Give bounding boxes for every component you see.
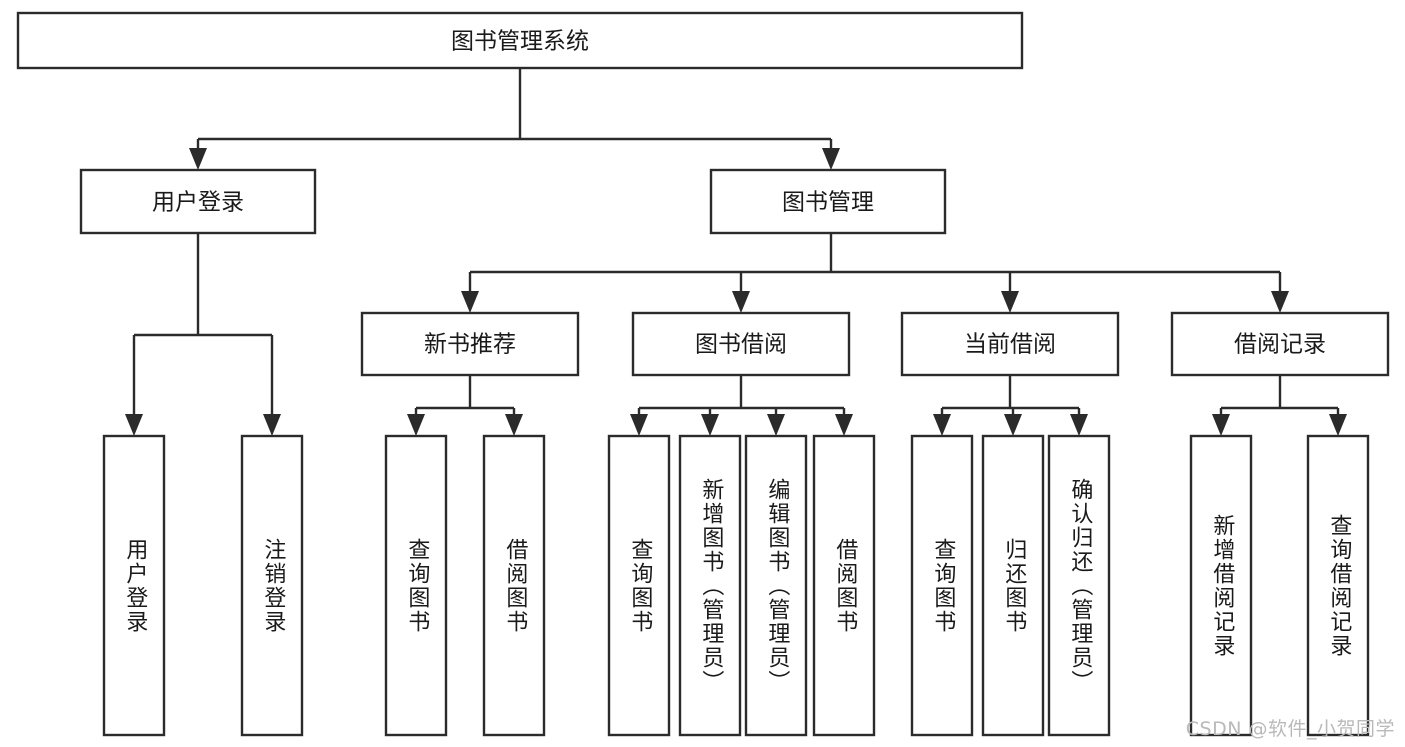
arrow-to-current-borrow — [1001, 291, 1019, 313]
node-current-borrow-box[interactable] — [900, 311, 1120, 377]
node-group: 图书管理系统 用户登录 图书管理 新书推荐 图书借阅 当前借阅 借阅记录 — [16, 11, 1390, 377]
arrow-to-leaf-add-book — [701, 414, 719, 436]
arrow-to-leaf-confirm-return — [1070, 414, 1088, 436]
leaf-query-book-cur-box[interactable] — [910, 434, 974, 737]
arrow-to-leaf-edit-book — [767, 414, 785, 436]
arrow-to-leaf-add-record — [1212, 414, 1230, 436]
node-borrow-record-box[interactable] — [1170, 311, 1390, 377]
node-book-borrow-box[interactable] — [631, 311, 851, 377]
node-book-manage-box[interactable] — [709, 168, 947, 235]
arrow-to-leaf-user-login — [125, 414, 143, 436]
node-new-book-rec-label: 新书推荐 — [424, 332, 516, 358]
arrow-to-leaf-query-record — [1329, 414, 1347, 436]
leaf-edit-book-box[interactable] — [744, 434, 808, 737]
watermark-text: CSDN @软件_小贺同学 — [1185, 718, 1395, 740]
node-book-borrow-label: 图书借阅 — [695, 332, 787, 358]
leaf-add-book-box[interactable] — [678, 434, 742, 737]
leaf-confirm-return-box[interactable] — [1047, 434, 1111, 737]
node-borrow-record-label: 借阅记录 — [1234, 332, 1326, 358]
node-root-label: 图书管理系统 — [451, 29, 589, 55]
leaf-user-login-box[interactable] — [102, 434, 166, 737]
node-book-manage-label: 图书管理 — [782, 190, 874, 216]
arrow-to-leaf-return-book — [1004, 414, 1022, 436]
arrow-root-to-user-login — [189, 148, 207, 170]
arrow-to-book-borrow — [732, 291, 750, 313]
arrow-to-leaf-query-book-rec — [407, 414, 425, 436]
arrow-to-leaf-logout — [263, 414, 281, 436]
leaf-query-record-box[interactable] — [1306, 434, 1370, 737]
node-root-box[interactable] — [16, 11, 1024, 70]
leaf-query-book-rec-box[interactable] — [384, 434, 448, 737]
leaf-query-book-box[interactable] — [607, 434, 671, 737]
leaf-return-book-box[interactable] — [981, 434, 1045, 737]
leaf-logout-box[interactable] — [240, 434, 304, 737]
leaf-add-record-box[interactable] — [1189, 434, 1253, 737]
node-new-book-rec-box[interactable] — [360, 311, 580, 377]
arrow-to-leaf-query-book-cur — [933, 414, 951, 436]
node-current-borrow-label: 当前借阅 — [964, 332, 1056, 358]
connector-group — [125, 68, 1347, 436]
leaf-node-group — [102, 434, 1370, 737]
arrow-to-leaf-query-book — [630, 414, 648, 436]
node-user-login-label: 用户登录 — [152, 190, 244, 216]
leaf-borrow-book-box[interactable] — [812, 434, 876, 737]
arrow-root-to-book-manage — [822, 148, 840, 170]
arrow-to-new-book-rec — [461, 291, 479, 313]
node-user-login-box[interactable] — [79, 168, 317, 235]
arrow-to-borrow-record — [1271, 291, 1289, 313]
arrow-to-leaf-borrow-book — [835, 414, 853, 436]
arrow-to-leaf-borrow-book-rec — [505, 414, 523, 436]
leaf-borrow-book-rec-box[interactable] — [482, 434, 546, 737]
